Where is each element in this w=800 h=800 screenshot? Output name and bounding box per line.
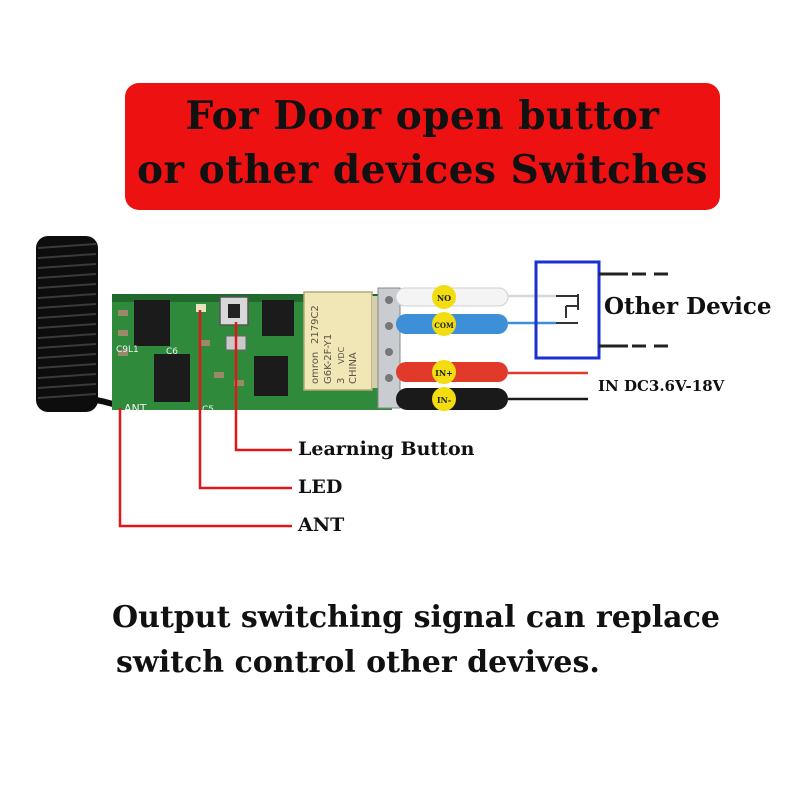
silk-c9l1: C9L1 bbox=[116, 345, 139, 355]
coiled-antenna bbox=[36, 236, 121, 412]
led-leader bbox=[198, 310, 292, 490]
relay-code: 2179C2 bbox=[310, 305, 321, 344]
learning-button-label: Learning Button bbox=[298, 438, 475, 460]
silk-ant: ANT bbox=[124, 402, 147, 415]
caption-line-1: Output switching signal can replace bbox=[112, 600, 720, 635]
ic-chip-2 bbox=[154, 354, 190, 402]
pcb-board bbox=[112, 287, 401, 410]
banner-title-line-1: For Door open buttor bbox=[185, 93, 660, 139]
learning-button-leader bbox=[234, 322, 292, 452]
caption-line-2: switch control other devives. bbox=[116, 645, 600, 680]
relay-vdc-label: VDC bbox=[337, 346, 346, 364]
terminal-in-plus-label: IN+ bbox=[435, 368, 453, 378]
relay-model: G6K-2F-Y1 bbox=[323, 334, 334, 384]
silk-c5: C5 bbox=[202, 405, 214, 415]
ant-label: ANT bbox=[298, 514, 345, 536]
transistor-chip bbox=[254, 356, 288, 396]
terminal-in-minus-label: IN- bbox=[437, 395, 451, 405]
relay-brand: omron bbox=[310, 352, 321, 384]
terminal-no-label: NO bbox=[437, 293, 451, 303]
other-device-label: Other Device bbox=[604, 293, 772, 320]
relay bbox=[303, 291, 373, 391]
led-part bbox=[196, 304, 206, 312]
title-banner: For Door open buttor or other devices Sw… bbox=[125, 83, 720, 210]
relay-origin: CHINA bbox=[348, 352, 359, 384]
input-voltage-label: IN DC3.6V-18V bbox=[598, 377, 725, 395]
ic-chip-1 bbox=[134, 300, 170, 346]
terminal-com-label: COM bbox=[434, 321, 454, 330]
banner-title-line-2: or other devices Switches bbox=[136, 147, 709, 193]
other-device-box bbox=[534, 260, 670, 360]
led-label: LED bbox=[298, 476, 343, 498]
learning-button-part bbox=[219, 296, 249, 326]
relay-vdc: 3 bbox=[336, 378, 347, 384]
ant-leader bbox=[118, 408, 292, 528]
silk-c6: C6 bbox=[166, 347, 178, 357]
ic-chip-3 bbox=[262, 300, 294, 336]
